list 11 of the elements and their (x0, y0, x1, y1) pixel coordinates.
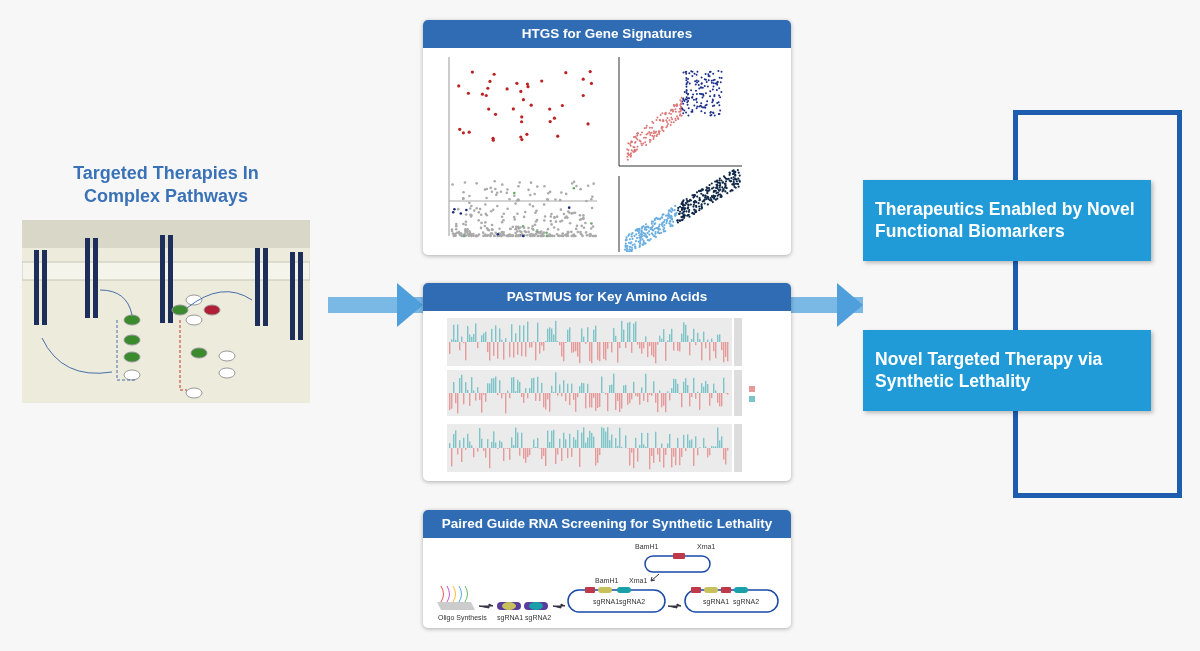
card-title: Paired Guide RNA Screening for Synthetic Lethality (423, 510, 791, 538)
panel-card (423, 510, 791, 628)
card-title: HTGS for Gene Signatures (423, 20, 791, 48)
block-arrow (328, 283, 423, 327)
card-title: PASTMUS for Key Amino Acids (423, 283, 791, 311)
panel-card (423, 283, 791, 481)
outcome-box: Therapeutics Enabled by Novel Functional Biomarkers (863, 180, 1151, 261)
heading: Targeted Therapies In Complex Pathways (72, 162, 260, 208)
panel-card (423, 20, 791, 255)
outcome-box: Novel Targeted Therapy via Synthetic Lethality (863, 330, 1151, 411)
block-arrow (791, 283, 863, 327)
